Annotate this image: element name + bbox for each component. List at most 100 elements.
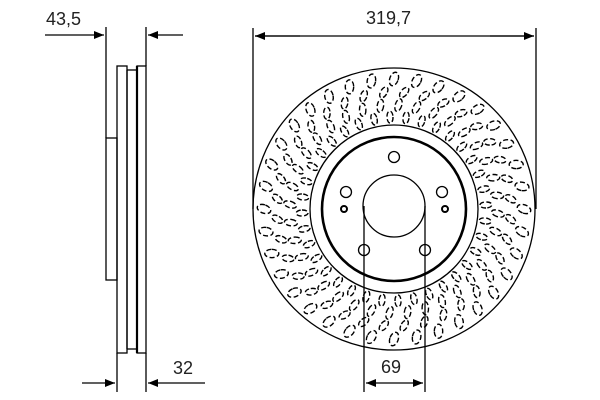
drill-slot [359, 89, 369, 103]
drill-slot [358, 102, 367, 117]
drill-slot [322, 315, 336, 328]
drill-slot [495, 252, 505, 265]
drill-slot [402, 111, 410, 125]
drill-slot [340, 96, 349, 110]
drill-slot [437, 294, 447, 309]
drill-slot [307, 119, 316, 133]
drill-slot [299, 177, 313, 186]
drill-slot [275, 137, 288, 151]
drill-slot [346, 284, 357, 297]
drill-slot [344, 79, 355, 95]
drill-slot [271, 193, 284, 205]
drill-slot [419, 315, 429, 329]
drill-slot [315, 147, 327, 159]
drill-slot [475, 232, 489, 241]
drill-slot [378, 319, 390, 332]
drill-slot [431, 121, 442, 134]
drill-slot [417, 114, 426, 128]
drill-slot [273, 268, 290, 280]
drill-slot [450, 271, 462, 283]
drill-slot [465, 154, 478, 165]
drill-slot [379, 86, 389, 99]
drill-slot [376, 98, 385, 114]
drill-slot [498, 138, 515, 150]
drill-slot [439, 308, 448, 322]
drill-slot [444, 130, 456, 142]
drill-slot [476, 258, 488, 271]
drill-slot [388, 331, 400, 347]
drill-slot [457, 127, 471, 138]
dimension-label-disc-thickness: 32 [173, 358, 194, 378]
drill-slot [343, 324, 356, 338]
drill-slot [332, 276, 344, 288]
drill-slot [452, 90, 466, 103]
drill-slot [388, 71, 400, 87]
drill-slot [281, 254, 295, 263]
drill-slot [370, 112, 379, 126]
drill-slot [283, 200, 298, 209]
drill-slot [479, 201, 493, 209]
bolt-hole [435, 185, 449, 199]
drill-slot [365, 329, 378, 345]
drill-slot [291, 272, 305, 281]
drill-slot [287, 236, 302, 245]
friction-plate-outer [116, 65, 128, 354]
drill-slot [508, 159, 524, 170]
drill-slot [265, 158, 279, 171]
drill-slot [288, 118, 301, 133]
drill-slot [348, 298, 360, 312]
drill-slot [485, 269, 495, 283]
drill-slot [264, 248, 280, 259]
drill-slot [399, 319, 409, 332]
drill-slot [394, 294, 402, 308]
drill-slot [322, 106, 331, 120]
hub-ring [320, 135, 468, 283]
drill-slot [424, 287, 434, 301]
drill-slot [410, 73, 423, 89]
drill-slot [306, 161, 319, 172]
drill-slot [472, 285, 481, 299]
drill-slot [326, 135, 338, 147]
drill-slot [258, 180, 274, 193]
drill-slot [418, 90, 431, 102]
drill-slot [421, 301, 430, 316]
drill-slot [453, 313, 465, 330]
drill-slot [438, 280, 449, 293]
dimension-label-overall-thickness: 43,5 [46, 9, 82, 29]
drill-slot [323, 88, 335, 105]
drill-slot [274, 234, 288, 244]
drill-slot [483, 137, 497, 146]
drill-slot [514, 181, 530, 192]
drill-slot [461, 259, 473, 271]
drill-slot [305, 101, 316, 117]
drill-slot [303, 302, 318, 315]
friction-plate-inner [136, 65, 147, 354]
drill-slot [509, 247, 523, 260]
drill-slot [338, 310, 351, 320]
drill-slot [357, 316, 370, 328]
drill-slot [341, 109, 351, 124]
drill-slot [300, 147, 312, 160]
disc-outer-edge [252, 67, 536, 351]
drill-slot [398, 86, 410, 99]
bolt-hole [339, 185, 353, 199]
drill-slot [297, 224, 311, 233]
drill-slot [469, 246, 482, 257]
drill-slot [258, 226, 274, 237]
drill-slot [283, 218, 299, 227]
side-view [45, 27, 205, 392]
drill-slot [501, 233, 513, 246]
drill-slot [394, 98, 403, 113]
drill-slot [457, 298, 466, 312]
drill-slot [312, 132, 323, 146]
drill-slot [452, 284, 462, 299]
drill-slot [378, 293, 386, 307]
drill-slot [483, 243, 497, 255]
drill-slot [385, 305, 394, 320]
drill-slot [285, 181, 300, 192]
drill-slot [493, 155, 507, 164]
drill-slot [403, 304, 412, 320]
drill-slot [489, 191, 505, 200]
drill-slot [411, 100, 422, 115]
